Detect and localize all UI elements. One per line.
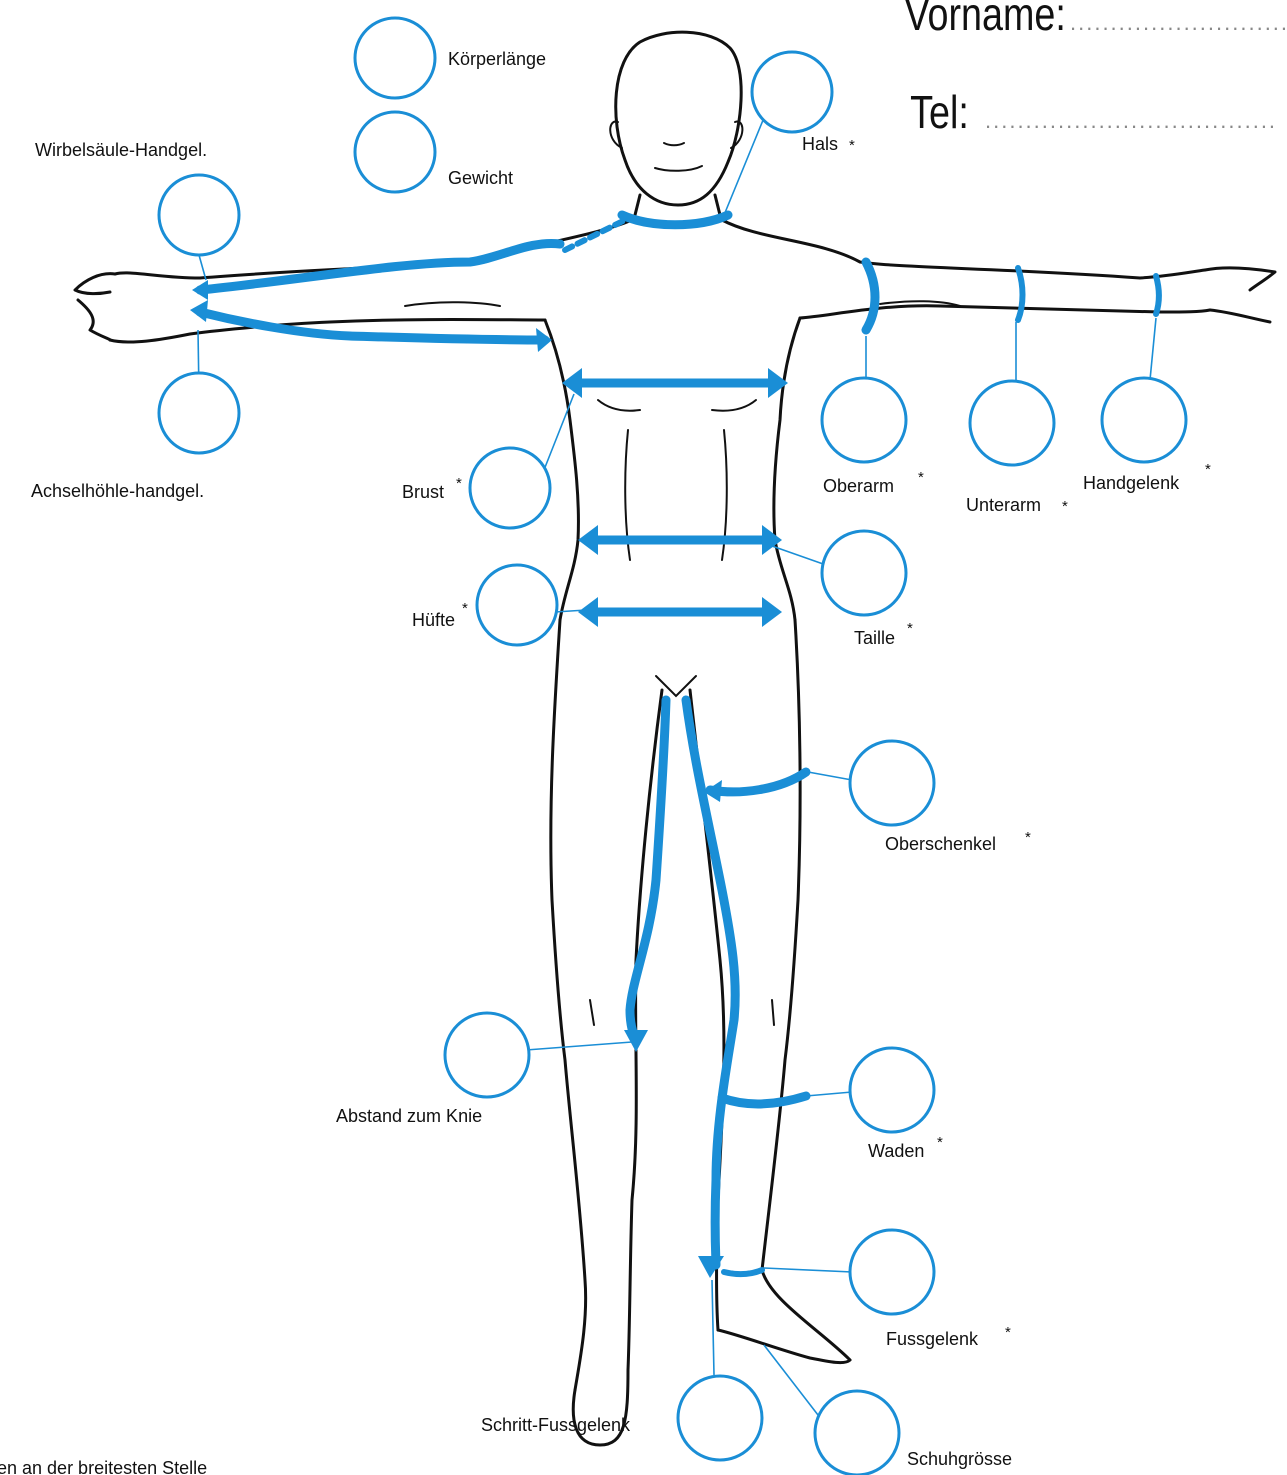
- label-abstand-knie: Abstand zum Knie: [336, 1106, 482, 1126]
- input-schuhgroesse[interactable]: [815, 1391, 899, 1475]
- label-koerperlaenge: Körperlänge: [448, 49, 546, 69]
- measure-handgelenk: [1156, 276, 1159, 314]
- label-brust: Brust: [402, 482, 444, 502]
- asterisk-taille: *: [907, 620, 913, 637]
- asterisk-oberschenkel: *: [1025, 829, 1031, 846]
- input-gewicht[interactable]: [355, 112, 435, 192]
- label-oberarm: Oberarm: [823, 476, 894, 496]
- footer-note: en an der breitesten Stelle: [0, 1458, 207, 1475]
- measure-fussgelenk: [724, 1270, 762, 1274]
- asterisk-hals: *: [849, 137, 855, 154]
- measure-oberschenkel: [710, 772, 806, 792]
- input-oberschenkel[interactable]: [850, 741, 934, 825]
- measure-schritt: [686, 700, 735, 1265]
- input-schritt-fussgelenk[interactable]: [678, 1376, 762, 1460]
- measure-wirbelsaeule: [200, 243, 560, 290]
- label-achselhoehle: Achselhöhle-handgel.: [31, 481, 204, 501]
- measure-oberarm: [866, 262, 875, 330]
- leader-lines: [198, 108, 1156, 1415]
- input-unterarm[interactable]: [970, 381, 1054, 465]
- tel-dots[interactable]: ....................................: [985, 108, 1277, 133]
- input-wirbelsaeule[interactable]: [159, 175, 239, 255]
- asterisk-unterarm: *: [1062, 498, 1068, 515]
- body-figure: [75, 32, 1275, 1445]
- tel-label: Tel:: [910, 86, 969, 137]
- label-unterarm: Unterarm: [966, 495, 1041, 515]
- input-brust[interactable]: [470, 448, 550, 528]
- label-fussgelenk: Fussgelenk: [886, 1329, 979, 1349]
- asterisk-huefte: *: [462, 600, 468, 617]
- input-oberarm[interactable]: [822, 378, 906, 462]
- input-achselhoehle[interactable]: [159, 373, 239, 453]
- asterisk-oberarm: *: [918, 469, 924, 486]
- measure-unterarm: [1018, 268, 1023, 320]
- input-abstand-knie[interactable]: [445, 1013, 529, 1097]
- label-gewicht: Gewicht: [448, 168, 513, 188]
- input-taille[interactable]: [822, 531, 906, 615]
- label-handgelenk: Handgelenk: [1083, 473, 1180, 493]
- input-hals[interactable]: [752, 52, 832, 132]
- input-huefte[interactable]: [477, 565, 557, 645]
- measure-abstand-knie: [630, 700, 666, 1040]
- label-wirbelsaeule: Wirbelsäule-Handgel.: [35, 140, 207, 160]
- asterisk-waden: *: [937, 1134, 943, 1151]
- asterisk-handgelenk: *: [1205, 461, 1211, 478]
- label-schuhgroesse: Schuhgrösse: [907, 1449, 1012, 1469]
- measure-achselhoehle: [200, 312, 545, 340]
- labels: Körperlänge Gewicht Hals * Wirbelsäule-H…: [31, 49, 1211, 1469]
- input-fussgelenk[interactable]: [850, 1230, 934, 1314]
- measure-hals: [622, 215, 728, 225]
- input-circles: [159, 18, 1186, 1475]
- label-taille: Taille: [854, 628, 895, 648]
- measure-waden: [722, 1096, 806, 1104]
- asterisk-brust: *: [456, 475, 462, 492]
- vorname-dots[interactable]: ..............................: [1070, 10, 1287, 35]
- label-schritt-fussgelenk: Schritt-Fussgelenk: [481, 1415, 631, 1435]
- label-waden: Waden: [868, 1141, 924, 1161]
- label-huefte: Hüfte: [412, 610, 455, 630]
- input-waden[interactable]: [850, 1048, 934, 1132]
- label-oberschenkel: Oberschenkel: [885, 834, 996, 854]
- asterisk-fussgelenk: *: [1005, 1324, 1011, 1341]
- label-hals: Hals: [802, 134, 838, 154]
- input-koerperlaenge[interactable]: [355, 18, 435, 98]
- vorname-label: Vorname:: [904, 0, 1065, 40]
- input-handgelenk[interactable]: [1102, 378, 1186, 462]
- arrow-wirbelsaeule-head: [192, 280, 208, 300]
